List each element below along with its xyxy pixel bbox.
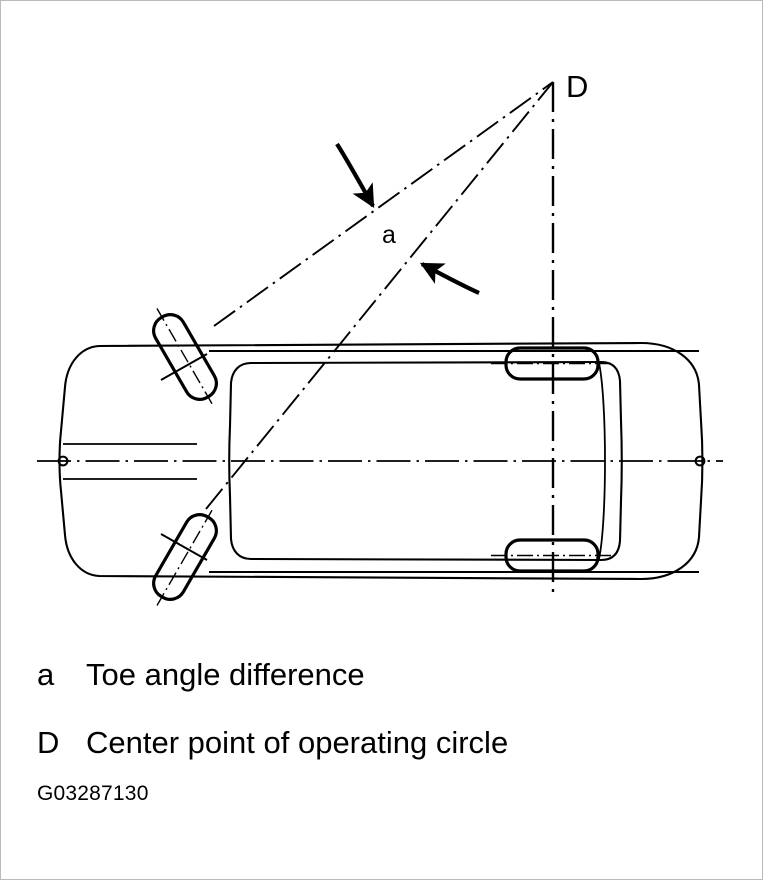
- rear-right-wheel: [491, 538, 613, 573]
- angle-indicator-arrow-lower: [419, 262, 480, 295]
- front-left-wheel-steered: [152, 308, 218, 406]
- front-left-wheel-axle-stub: [160, 353, 208, 381]
- cabin-outline: [228, 360, 623, 562]
- figure-code: G03287130: [37, 782, 149, 805]
- angle-indicator-arrow-upper: [335, 142, 375, 209]
- label-angle-a: a: [382, 221, 396, 249]
- front-left-steer-axis-line: [213, 81, 554, 327]
- longitudinal-centerline: [37, 455, 723, 467]
- hood-detail-lines: [63, 443, 197, 480]
- rear-pillar-curve: [598, 362, 606, 560]
- legend-key-a: a: [37, 657, 55, 692]
- front-right-steer-axis-line: [205, 81, 554, 510]
- front-right-wheel-axle-stub: [160, 533, 208, 561]
- legend-description-d: Center point of operating circle: [86, 725, 509, 760]
- legend-key-d: D: [37, 725, 60, 760]
- legend: a Toe angle difference D Center point of…: [1, 641, 762, 777]
- legend-row: a Toe angle difference: [1, 641, 762, 709]
- front-right-wheel-steered: [152, 508, 218, 606]
- body-shoulder-lines: [209, 350, 699, 573]
- legend-row: D Center point of operating circle: [1, 709, 762, 777]
- car-body-outline: [58, 341, 704, 581]
- label-point-d: D: [566, 69, 588, 104]
- rear-left-wheel: [491, 346, 613, 381]
- legend-description-a: Toe angle difference: [86, 657, 365, 692]
